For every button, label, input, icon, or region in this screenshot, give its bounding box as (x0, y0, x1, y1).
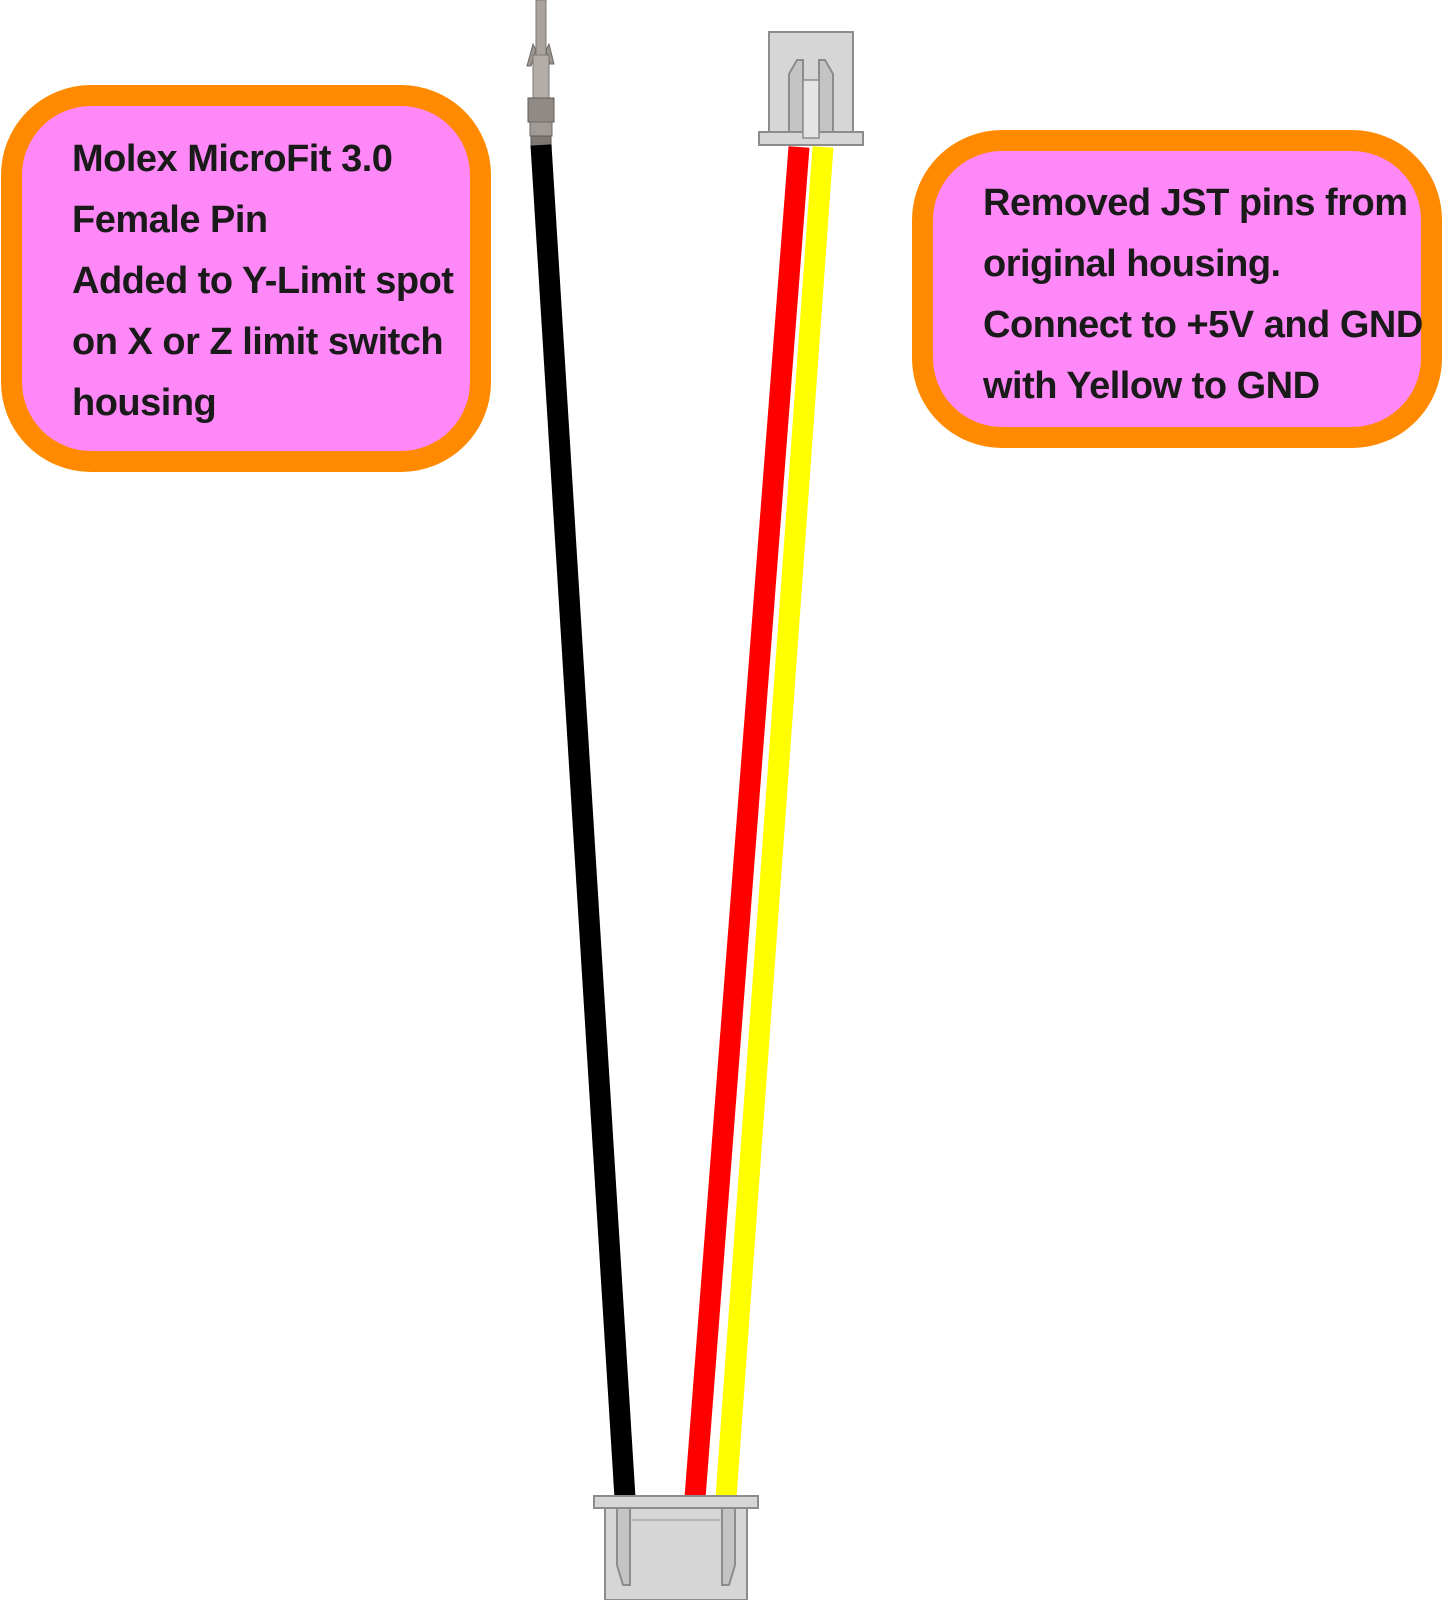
red-wire (684, 146, 810, 1499)
callout-right-line-4: with Yellow to GND (983, 365, 1320, 407)
jst-housing-3pin (593, 1495, 759, 1600)
callout-right-line-1: Removed JST pins from (983, 182, 1408, 224)
jst-housing-2pin (758, 31, 864, 146)
callout-jst-pins: Removed JST pins from original housing. … (912, 130, 1442, 448)
yellow-wire (715, 146, 834, 1499)
callout-left-line-3: Added to Y-Limit spot (72, 260, 454, 302)
callout-left-line-4: on X or Z limit switch (72, 321, 444, 363)
callout-left-line-5: housing (72, 382, 217, 424)
callout-molex-pin: Molex MicroFit 3.0 Female Pin Added to Y… (1, 85, 491, 472)
callout-left-line-1: Molex MicroFit 3.0 (72, 138, 393, 180)
callout-left-line-2: Female Pin (72, 199, 268, 241)
molex-female-pin (526, 0, 555, 147)
callout-right-line-3: Connect to +5V and GND (983, 304, 1423, 346)
black-wire (530, 144, 636, 1499)
callout-right-line-2: original housing. (983, 243, 1281, 285)
